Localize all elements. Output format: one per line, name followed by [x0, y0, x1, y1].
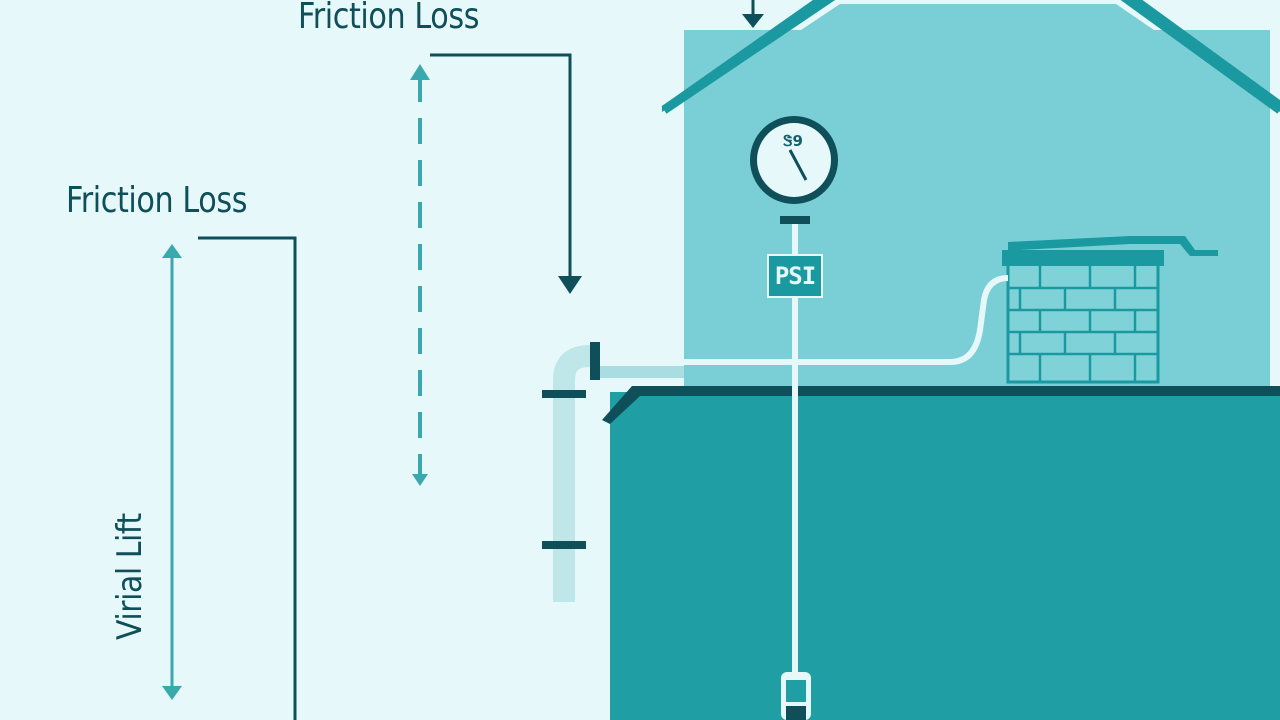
vertical-lift-arrowhead-down	[162, 686, 182, 700]
pipe-fitting	[590, 342, 600, 380]
dashed-arrow-head-down	[412, 474, 428, 486]
ground-block	[610, 392, 1280, 720]
friction-loss-left-bracket	[198, 236, 297, 720]
supply-pipe	[600, 275, 1009, 365]
vertical-lift-arrowhead-up	[162, 244, 182, 258]
roof-edge-left	[661, 0, 836, 114]
friction-loss-top-arrowhead	[558, 276, 582, 294]
gauge-needle	[788, 149, 808, 181]
dashed-arrow-head-up	[410, 64, 430, 80]
outside-pipe-band-bottom	[542, 541, 586, 549]
psi-sign-text: PSI	[774, 262, 816, 290]
roof-arrowhead	[742, 14, 764, 28]
gauge-stem-plate	[780, 216, 810, 224]
friction-loss-top-label: Friction Loss	[298, 0, 480, 37]
outside-pipe	[553, 345, 591, 602]
psi-sign	[767, 254, 823, 298]
brick-wellhead	[1002, 236, 1218, 384]
outside-pipe-band-top	[542, 390, 586, 398]
vertical-lift-label: Virial Lift	[110, 513, 150, 640]
gauge-face-text: Ꮥ9	[783, 132, 803, 150]
ground-top-edge	[602, 386, 1280, 424]
house-gable	[690, 4, 1262, 104]
pipe-cap	[600, 366, 684, 378]
roof-edge-right	[1120, 0, 1280, 114]
submersible-pump	[781, 672, 811, 720]
friction-loss-top-bracket	[430, 53, 572, 280]
friction-loss-left-label: Friction Loss	[66, 180, 248, 221]
